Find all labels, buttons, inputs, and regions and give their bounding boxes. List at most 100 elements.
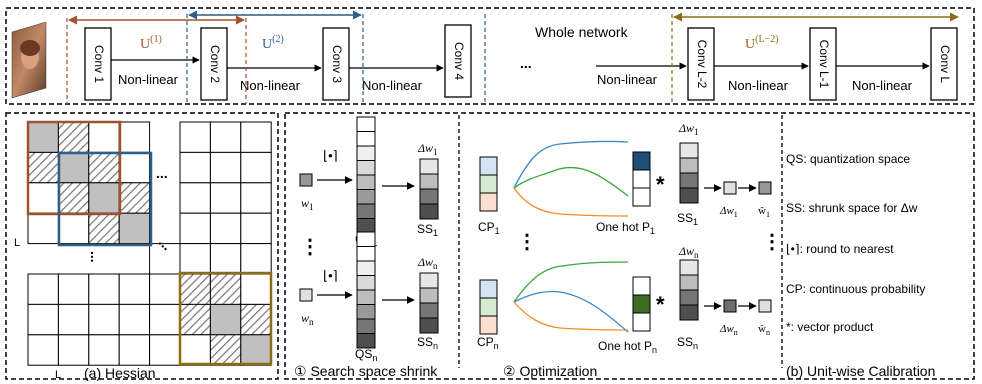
cell xyxy=(356,145,376,161)
step1-caption: ① Search space shrink xyxy=(294,363,438,379)
svg-text:SS1: SS1 xyxy=(677,211,698,227)
onehotn-sub: n xyxy=(652,345,657,355)
curve-green-1 xyxy=(513,166,629,197)
ss1-column xyxy=(419,158,439,220)
qs1-column xyxy=(356,116,376,234)
hessian-cell xyxy=(179,303,211,336)
weight-w1-square xyxy=(299,173,313,187)
dw1-label-opt: Δw xyxy=(678,121,694,135)
dw1-result-label: Δw xyxy=(719,205,734,217)
cell xyxy=(356,174,376,190)
hessian-cell xyxy=(118,334,151,366)
hessian-block-u1 xyxy=(26,120,122,216)
nonlinear-label-2: Non-linear xyxy=(240,78,301,93)
cell xyxy=(356,333,376,349)
u2-sup: (2) xyxy=(272,34,284,45)
hessian-cell xyxy=(209,182,242,214)
hessian-cell xyxy=(179,121,211,153)
legend-star: *: vector product xyxy=(786,320,874,334)
unit-ul2: U(L−2) xyxy=(671,12,959,104)
hessian-panel: ... ... ... L L (a) Hessian xyxy=(5,112,279,381)
w1-label: w xyxy=(301,196,309,210)
dw1-sub: 1 xyxy=(433,147,438,157)
hessian-cell xyxy=(240,121,272,153)
cell xyxy=(356,289,376,305)
cp1-label: CP xyxy=(478,220,495,234)
cell xyxy=(356,231,376,247)
cell xyxy=(632,151,651,171)
ssn-column-opt xyxy=(679,259,699,321)
conv-4-label: Conv 4 xyxy=(452,42,466,80)
cell xyxy=(479,279,498,299)
hessian-cell xyxy=(88,273,120,305)
svg-text:Δw1: Δw1 xyxy=(417,141,438,157)
nonlinear-label-5: Non-linear xyxy=(728,78,789,93)
vector-product-n: * xyxy=(656,292,665,317)
wn-label: w xyxy=(301,311,309,325)
round-op-n: ⌊•⌉ xyxy=(323,268,338,283)
hessian-cell xyxy=(209,273,242,305)
hessian-cell xyxy=(27,212,59,245)
onehot1-column xyxy=(632,151,651,207)
dw1-sub-opt: 1 xyxy=(694,127,699,137)
hessian-cell xyxy=(240,243,272,275)
hessian-cell xyxy=(88,182,120,214)
hessian-cell xyxy=(209,243,242,275)
svg-text:Δwn: Δwn xyxy=(719,323,738,337)
ssn-sub: n xyxy=(433,341,438,351)
svg-text:Δw1: Δw1 xyxy=(719,205,738,219)
vdots-cp: ⋮ xyxy=(517,231,537,253)
network-ellipsis: ... xyxy=(520,55,532,71)
legend: QS: quantization space SS: shrunk space … xyxy=(786,152,925,334)
onehotn-column xyxy=(632,276,651,332)
hessian-cell xyxy=(118,212,151,245)
input-image xyxy=(11,21,47,99)
hessian-block-ul xyxy=(178,271,273,366)
dw1-result-sub: 1 xyxy=(734,210,738,219)
whole-network-title: Whole network xyxy=(535,24,629,40)
hessian-cell xyxy=(179,334,211,366)
conv-l-2-label: Conv L-2 xyxy=(695,40,709,89)
cell xyxy=(356,304,376,320)
svg-text:Δw1: Δw1 xyxy=(678,121,699,137)
hessian-cell xyxy=(240,334,272,366)
cp1-column xyxy=(479,156,498,212)
cell xyxy=(419,173,439,190)
ssn-sub-opt: n xyxy=(693,341,698,351)
cell xyxy=(679,304,699,321)
u2-label: U xyxy=(262,37,272,52)
ssn-label: SS xyxy=(417,335,433,349)
hessian-dots-down: ... xyxy=(88,251,104,263)
svg-text:QSn: QSn xyxy=(355,347,377,363)
unit-u1: U(1) xyxy=(66,15,247,104)
u1-sup: (1) xyxy=(150,34,162,45)
svg-text:SS1: SS1 xyxy=(417,222,438,238)
wnhat-square xyxy=(758,299,772,313)
hessian-cell xyxy=(149,303,181,336)
dwn-sub-opt: n xyxy=(694,250,699,260)
svg-text:U(L−2): U(L−2) xyxy=(745,34,779,52)
conv-4: Conv 4 xyxy=(444,24,472,98)
hessian-cell xyxy=(88,303,120,336)
hessian-cell xyxy=(27,303,59,336)
cell xyxy=(479,315,498,335)
svg-text:ŵ1: ŵ1 xyxy=(758,205,770,219)
hessian-cell xyxy=(27,151,59,184)
conv-2: Conv 2 xyxy=(200,27,228,101)
svg-text:wn: wn xyxy=(301,311,314,327)
svg-text:CP1: CP1 xyxy=(478,220,500,236)
vector-product-1: * xyxy=(656,172,665,197)
hessian-cell xyxy=(240,182,272,214)
cell xyxy=(679,157,699,174)
round-op-1: ⌊•⌉ xyxy=(323,148,338,163)
cell xyxy=(419,317,439,334)
hessian-cell xyxy=(57,334,90,366)
u1-label: U xyxy=(140,37,150,52)
cell xyxy=(356,131,376,147)
hessian-cell xyxy=(179,151,211,184)
onehot1-sub: 1 xyxy=(650,226,655,236)
hessian-cell xyxy=(118,151,151,184)
ssn-label-opt: SS xyxy=(677,335,693,349)
weight-wn-square xyxy=(299,288,313,302)
